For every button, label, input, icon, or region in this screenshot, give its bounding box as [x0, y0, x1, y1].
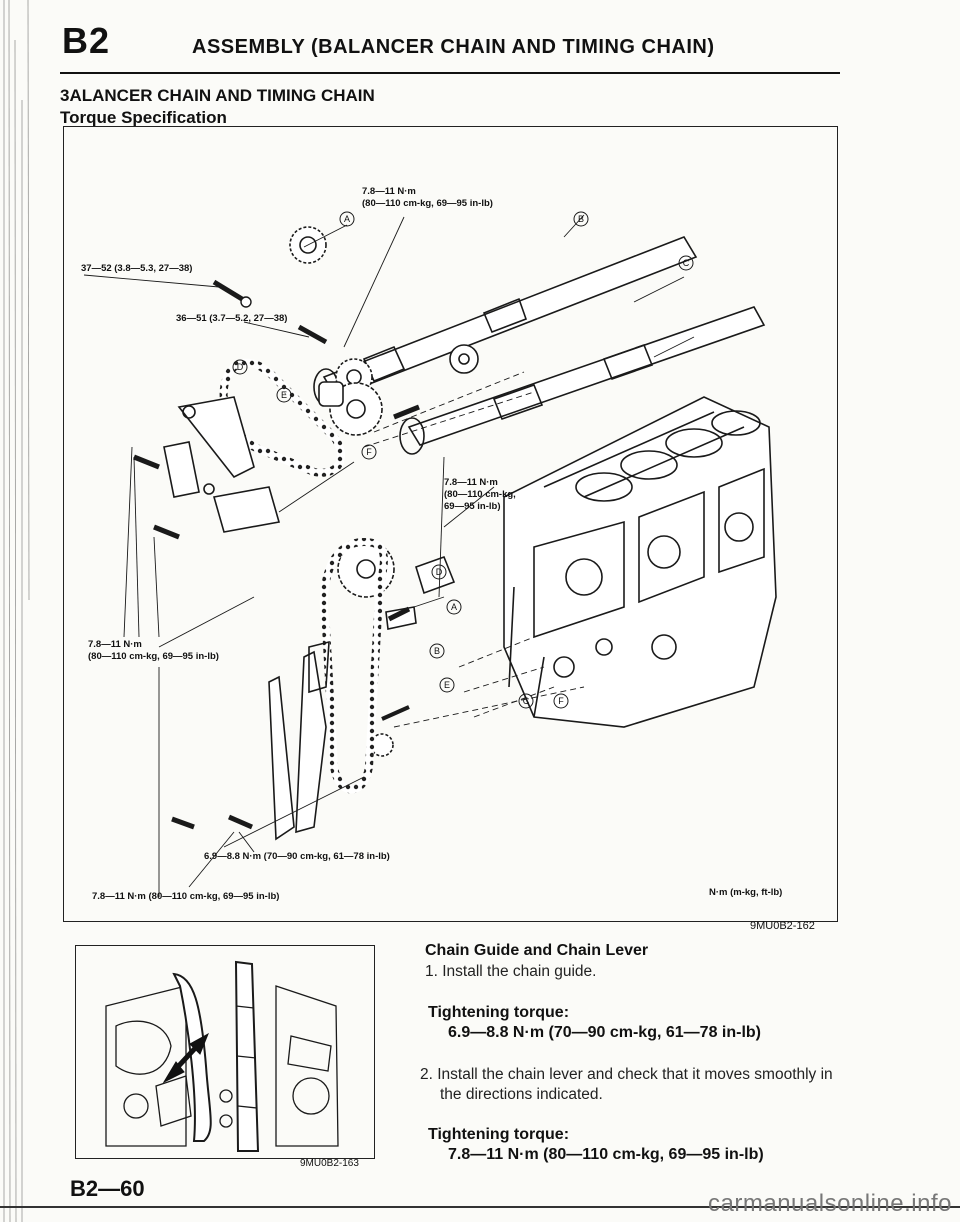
page-header-title: ASSEMBLY (BALANCER CHAIN AND TIMING CHAI…: [192, 36, 715, 58]
marker-e-right: E: [444, 680, 450, 690]
exploded-view-drawing: A B C D E F D A B E C F: [83, 211, 777, 897]
callout-center-line2: (80—110 cm-kg,: [444, 489, 516, 500]
callout-center-torque: 7.8—11 N·m (80—110 cm-kg, 69—95 in-lb): [444, 477, 516, 513]
marker-b-top: B: [578, 214, 584, 224]
callout-left-torque: 7.8—11 N·m (80—110 cm-kg, 69—95 in-lb): [88, 639, 219, 663]
callout-left-line1: 7.8—11 N·m: [88, 639, 142, 650]
chain-lever: [172, 972, 212, 1142]
step-2-line2: the directions indicated.: [440, 1086, 603, 1103]
marker-b-right: B: [434, 646, 440, 656]
chain-lever-figure: [75, 945, 375, 1159]
section-title: 3ALANCER CHAIN AND TIMING CHAIN: [60, 86, 375, 105]
figure-code-small: 9MU0B2-163: [300, 1158, 359, 1169]
marker-d-left: D: [237, 362, 244, 372]
marker-a-right: A: [451, 602, 457, 612]
marker-a-top: A: [344, 214, 350, 224]
marker-c-top: C: [683, 258, 690, 268]
page-number: B2—60: [70, 1176, 145, 1201]
bottom-rule: [0, 1206, 960, 1208]
balancer-shafts: [313, 236, 766, 455]
units-note: N·m (m-kg, ft-lb): [709, 887, 783, 898]
section-code: B2: [62, 20, 111, 61]
engine-block: [503, 396, 777, 728]
figure-code-main: 9MU0B2-162: [750, 920, 815, 932]
callout-left-line2: (80—110 cm-kg, 69—95 in-lb): [88, 651, 219, 662]
step-2-line1: 2. Install the chain lever and check tha…: [420, 1066, 833, 1083]
callout-bottom-left: 7.8—11 N·m (80—110 cm-kg, 69—95 in-lb): [92, 891, 280, 902]
movement-arrow-icon: [162, 1032, 209, 1084]
exploded-view-figure: A B C D E F D A B E C F 7.8—11 N·m (80—1…: [63, 126, 838, 922]
marker-f-left: F: [366, 447, 372, 457]
reference-markers: [232, 211, 694, 709]
chain-lever-drawing: [105, 960, 339, 1152]
marker-f-right: F: [558, 696, 564, 706]
binding-edge: [3, 0, 30, 1222]
callout-bolt-mid: 36—51 (3.7—5.2, 27—38): [176, 313, 288, 324]
callout-center-line1: 7.8—11 N·m: [444, 477, 498, 488]
step-1: 1. Install the chain guide.: [425, 963, 597, 980]
balancer-chain-guide: [163, 396, 281, 533]
leader-lines: [83, 214, 695, 897]
section-subtitle: Torque Specification: [60, 108, 227, 127]
timing-chain: [319, 537, 388, 794]
watermark: carmanualsonline.info: [708, 1190, 952, 1217]
torque-1-label: Tightening torque:: [428, 1004, 570, 1021]
procedure-heading: Chain Guide and Chain Lever: [425, 942, 649, 959]
torque-1-value: 6.9—8.8 N·m (70—90 cm-kg, 61—78 in-lb): [448, 1024, 761, 1041]
callout-a-torque-line2: (80—110 cm-kg, 69—95 in-lb): [362, 198, 493, 209]
marker-d-right: D: [436, 567, 443, 577]
marker-e-left: E: [281, 390, 287, 400]
timing-chain-guide: [268, 640, 330, 841]
callout-a-torque: 7.8—11 N·m (80—110 cm-kg, 69—95 in-lb): [362, 186, 493, 210]
callout-center-line3: 69—95 in-lb): [444, 501, 501, 512]
callout-bottom-mid: 6.9—8.8 N·m (70—90 cm-kg, 61—78 in-lb): [204, 851, 390, 862]
bolts: [133, 279, 420, 830]
header-rule: [60, 72, 840, 74]
chain-tensioner: [385, 555, 456, 630]
torque-2-label: Tightening torque:: [428, 1126, 570, 1143]
marker-c-right: C: [523, 696, 530, 706]
callout-bolt-top-left: 37—52 (3.8—5.3, 27—38): [81, 263, 193, 274]
torque-2-value: 7.8—11 N·m (80—110 cm-kg, 69—95 in-lb): [448, 1146, 764, 1163]
callout-a-torque-line1: 7.8—11 N·m: [362, 186, 416, 197]
